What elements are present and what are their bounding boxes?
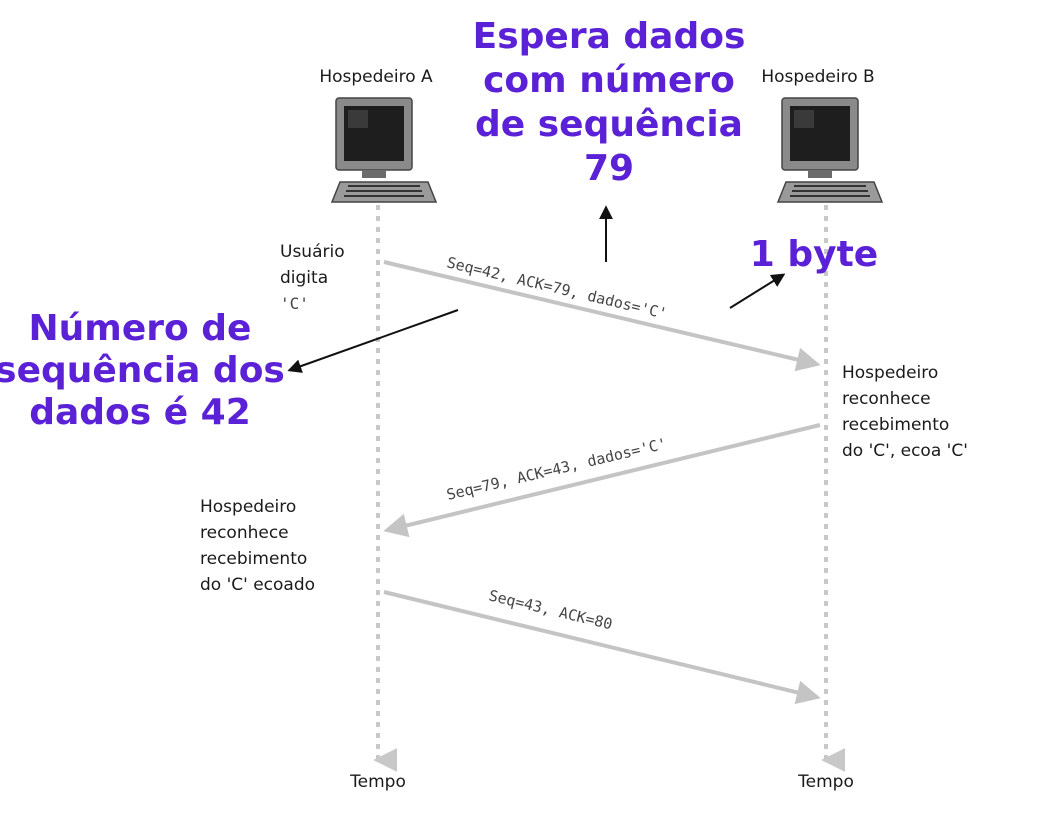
svg-text:com número: com número [483, 60, 735, 101]
svg-text:do 'C' ecoado: do 'C' ecoado [200, 575, 315, 595]
svg-text:Espera dados: Espera dados [473, 16, 746, 57]
host-b-ack-text: Hospedeiro reconhece recebimento do 'C',… [842, 363, 968, 461]
expect-seq-annotation: Espera dados com número de sequência 79 [473, 16, 746, 189]
svg-text:79: 79 [584, 148, 634, 189]
seq-number-pointer-arrow [287, 309, 459, 373]
host-a-label: Hospedeiro A [319, 67, 433, 87]
svg-text:do 'C', ecoa 'C': do 'C', ecoa 'C' [842, 441, 968, 461]
user-types-text: Usuário digita 'C' [280, 242, 345, 313]
host-b-label: Hospedeiro B [761, 67, 874, 87]
svg-text:dados é 42: dados é 42 [29, 392, 251, 433]
svg-text:Hospedeiro: Hospedeiro [842, 363, 938, 383]
svg-text:Número de: Número de [29, 308, 252, 349]
host-a-ack-text: Hospedeiro reconhece recebimento do 'C' … [200, 497, 315, 595]
segment-1-arrow [383, 260, 821, 372]
svg-text:Hospedeiro: Hospedeiro [200, 497, 296, 517]
timeline-a-label: Tempo [349, 772, 406, 792]
desktop-computer-icon [776, 97, 884, 203]
svg-text:recebimento: recebimento [200, 549, 307, 569]
svg-text:'C': 'C' [280, 294, 309, 313]
segment-3-label: Seq=43, ACK=80 [487, 586, 614, 633]
svg-text:reconhece: reconhece [200, 523, 289, 543]
timeline-b-label: Tempo [797, 772, 854, 792]
seq-number-annotation: Número de sequência dos dados é 42 [0, 308, 285, 433]
svg-text:Usuário: Usuário [280, 242, 345, 262]
one-byte-pointer-arrow [729, 273, 786, 309]
desktop-computer-icon [330, 97, 438, 203]
one-byte-annotation: 1 byte [750, 234, 878, 275]
segment-2-arrow [383, 423, 821, 538]
segment-3-arrow [383, 590, 821, 705]
segment-1-label: Seq=42, ACK=79, dados='C' [445, 253, 669, 322]
svg-text:digita: digita [280, 268, 328, 288]
svg-text:recebimento: recebimento [842, 415, 949, 435]
svg-text:sequência dos: sequência dos [0, 350, 285, 391]
svg-text:de sequência: de sequência [475, 104, 743, 145]
svg-text:reconhece: reconhece [842, 389, 931, 409]
